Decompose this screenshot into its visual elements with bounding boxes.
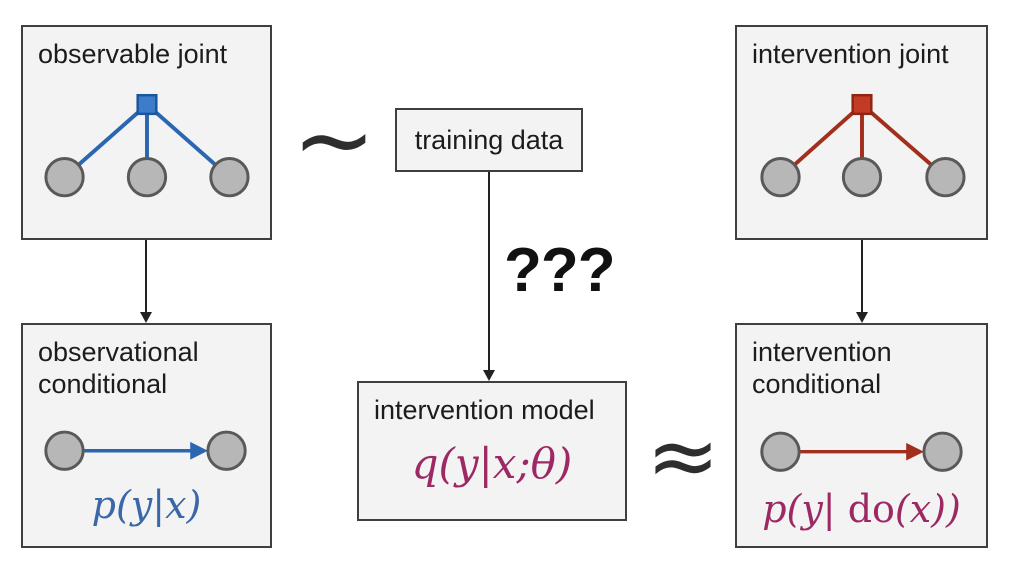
intervention-joint-title: intervention joint <box>752 39 949 69</box>
variable-node-icon <box>922 431 963 472</box>
intervention-conditional-box: intervention conditional p(y| do(x)) <box>735 323 988 548</box>
intervention-model-formula: q(y|x;θ) <box>411 439 573 488</box>
training-data-box: training data <box>395 108 583 172</box>
variable-node-icon <box>760 157 801 198</box>
arrowhead-down-icon <box>483 370 495 381</box>
observable-joint-box: observable joint <box>21 25 272 240</box>
formula-suffix: (x)) <box>894 487 961 531</box>
training-data-title: training data <box>414 124 564 155</box>
connector-training-to-model <box>488 172 490 371</box>
do-operator: do <box>847 487 895 531</box>
factor-node-icon <box>851 93 873 116</box>
causal-arrowhead-icon <box>906 442 924 461</box>
arrowhead-down-icon <box>856 312 868 323</box>
connector-intervention-to-conditional <box>861 240 863 313</box>
observational-conditional-title: observational conditional <box>38 337 199 399</box>
factor-node-icon <box>136 93 158 116</box>
intervention-model-title: intervention model <box>374 395 595 425</box>
observational-conditional-formula: p(y|x) <box>91 483 202 527</box>
observable-factor-graph <box>44 93 250 198</box>
intervention-conditional-formula: p(y| do(x)) <box>737 487 986 531</box>
unknown-mapping-label: ??? <box>504 236 616 305</box>
intervention-factor-graph <box>760 93 966 198</box>
variable-node-icon <box>126 157 168 198</box>
variable-node-icon <box>206 430 247 471</box>
variable-node-icon <box>841 157 883 198</box>
observational-conditional-graph <box>44 430 247 471</box>
formula-prefix: p(y| <box>762 487 848 531</box>
observable-joint-title: observable joint <box>38 39 228 69</box>
variable-node-icon <box>925 157 966 198</box>
arrowhead-down-icon <box>140 312 152 323</box>
variable-node-icon <box>44 157 85 198</box>
intervention-joint-box: intervention joint <box>735 25 988 240</box>
approximately-equal-symbol: ≈ <box>646 403 720 507</box>
variable-node-icon <box>44 430 85 471</box>
intervention-conditional-title: intervention conditional <box>752 337 892 399</box>
intervention-conditional-graph <box>760 431 963 472</box>
sampled-from-symbol: ∼ <box>292 80 376 198</box>
observational-conditional-box: observational conditional p(y|x) <box>21 323 272 548</box>
connector-observable-to-conditional <box>145 240 147 313</box>
variable-node-icon <box>209 157 250 198</box>
variable-node-icon <box>760 431 801 472</box>
intervention-model-box: intervention model q(y|x;θ) <box>357 381 627 521</box>
causal-arrowhead-icon <box>190 441 208 460</box>
